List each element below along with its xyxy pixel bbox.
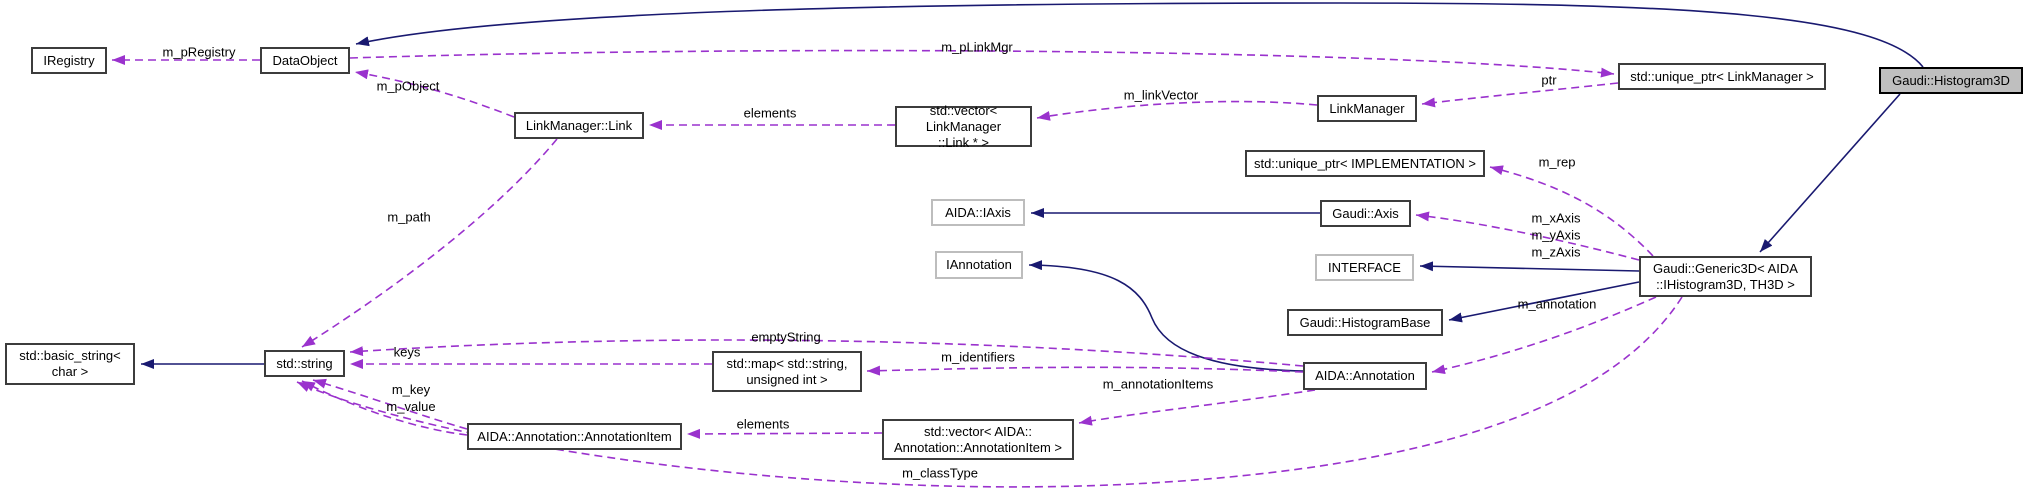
node-interface: INTERFACE xyxy=(1315,254,1414,281)
edge-label-elements-bottom: elements xyxy=(736,416,790,432)
edge-annotation-to-map xyxy=(866,365,1304,376)
edge-annotationitem-to-string-value xyxy=(301,380,468,436)
node-linkmanager-link[interactable]: LinkManager::Link xyxy=(514,112,644,139)
edge-label-m-plinkmgr: m_pLinkMgr xyxy=(941,39,1013,55)
edge-dataobject-to-uniqueptr-linkmanager xyxy=(349,49,1615,78)
node-aida-iaxis: AIDA::IAxis xyxy=(931,199,1025,226)
edge-label-m-axes: m_xAxis m_yAxis m_zAxis xyxy=(1531,210,1581,260)
edge-link-to-string-path xyxy=(301,138,558,348)
edge-label-m-pregistry: m_pRegistry xyxy=(162,44,236,60)
edge-label-elements-top: elements xyxy=(743,105,797,121)
edge-link-to-dataobject xyxy=(354,69,515,118)
edge-generic3d-to-interface xyxy=(1419,261,1640,272)
edge-generic3d-to-string-classtype xyxy=(296,296,1683,488)
node-std-basic-string[interactable]: std::basic_string< char > xyxy=(5,343,135,385)
edge-label-emptystring: emptyString xyxy=(751,329,821,345)
node-unique-ptr-implementation[interactable]: std::unique_ptr< IMPLEMENTATION > xyxy=(1245,150,1485,177)
edge-label-keys: keys xyxy=(393,344,421,360)
node-iannotation: IAnnotation xyxy=(935,251,1023,279)
edge-label-ptr: ptr xyxy=(1541,72,1557,88)
edge-label-m-key-value: m_key m_value xyxy=(386,382,436,414)
node-linkmanager[interactable]: LinkManager xyxy=(1317,95,1417,122)
edge-label-m-identifiers: m_identifiers xyxy=(941,349,1015,365)
edge-annotationitem-to-string-key xyxy=(312,378,468,430)
edge-linkmanager-to-vectorlink xyxy=(1036,100,1318,121)
node-gaudi-histogram3d: Gaudi::Histogram3D xyxy=(1879,67,2023,94)
edge-generic3d-to-histogrambase xyxy=(1448,281,1640,323)
node-unique-ptr-linkmanager[interactable]: std::unique_ptr< LinkManager > xyxy=(1618,63,1826,90)
edge-generic3d-to-annotation xyxy=(1431,296,1657,375)
node-gaudi-histogrambase[interactable]: Gaudi::HistogramBase xyxy=(1287,309,1443,336)
node-annotation-item[interactable]: AIDA::Annotation::AnnotationItem xyxy=(467,423,682,450)
edge-label-m-rep: m_rep xyxy=(1538,154,1576,170)
edge-annotation-to-iannotation xyxy=(1028,260,1304,372)
node-gaudi-axis[interactable]: Gaudi::Axis xyxy=(1320,200,1411,227)
edge-generic3d-to-uniqueptr-implementation xyxy=(1489,165,1654,257)
node-gaudi-generic3d[interactable]: Gaudi::Generic3D< AIDA ::IHistogram3D, T… xyxy=(1639,256,1812,297)
edge-label-m-annotation: m_annotation xyxy=(1517,296,1597,312)
node-vector-linkmanager-link[interactable]: std::vector< LinkManager ::Link * > xyxy=(895,103,1032,150)
node-dataobject[interactable]: DataObject xyxy=(260,47,350,74)
node-vector-annotation-item[interactable]: std::vector< AIDA:: Annotation::Annotati… xyxy=(882,419,1074,460)
edge-label-m-pobject: m_pObject xyxy=(376,78,440,94)
edge-label-m-linkvector: m_linkVector xyxy=(1123,87,1199,103)
edge-histogram3d-to-dataobject xyxy=(355,2,1924,68)
node-std-map[interactable]: std::map< std::string, unsigned int > xyxy=(712,351,862,392)
edge-annotation-to-vectorannitem xyxy=(1078,389,1316,426)
edge-annotation-to-string-emptystring xyxy=(349,339,1304,367)
node-aida-annotation[interactable]: AIDA::Annotation xyxy=(1303,362,1427,390)
node-iregistry[interactable]: IRegistry xyxy=(31,47,107,74)
edge-label-m-annotationitems: m_annotationItems xyxy=(1102,376,1214,392)
edge-vectorannitem-to-annotationitem xyxy=(686,428,883,439)
edge-histogram3d-to-generic3d xyxy=(1759,93,1901,253)
edge-label-m-classtype: m_classType xyxy=(902,465,978,481)
edge-generic3d-to-axis xyxy=(1415,211,1640,261)
edge-label-m-path: m_path xyxy=(387,209,431,225)
node-std-string[interactable]: std::string xyxy=(264,350,345,377)
edge-uniqueptr-to-linkmanager xyxy=(1421,82,1619,108)
